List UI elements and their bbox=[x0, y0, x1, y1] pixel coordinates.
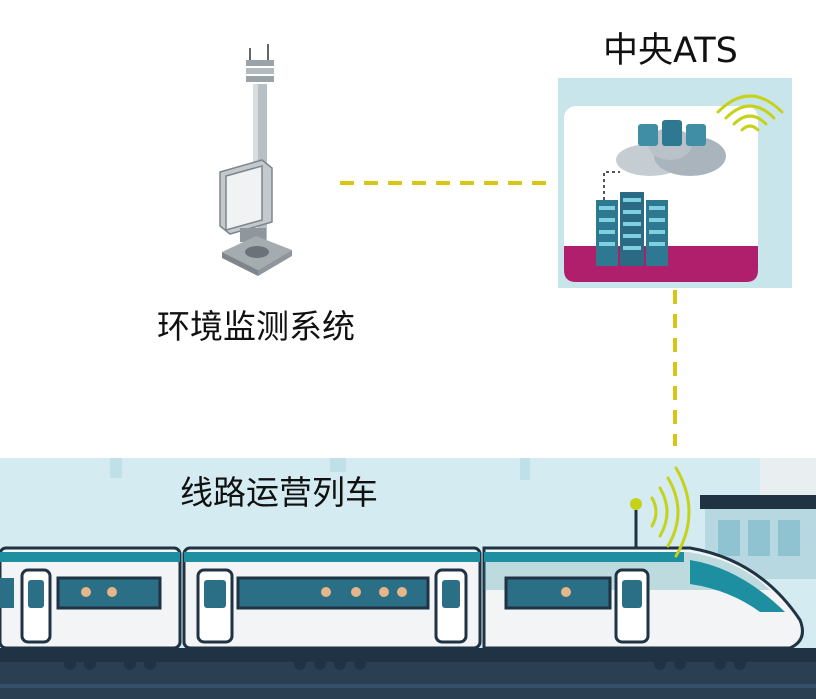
server-rack-icon bbox=[596, 192, 668, 266]
weather-station-icon bbox=[219, 44, 292, 276]
ats-wireless-signal-icon bbox=[716, 94, 784, 132]
central-ats-label: 中央ATS bbox=[603, 31, 738, 71]
track bbox=[0, 648, 816, 699]
station-building bbox=[700, 458, 816, 579]
city-silhouette bbox=[110, 458, 530, 480]
line-train-label: 线路运营列车 bbox=[180, 473, 378, 512]
cloud-server-icon bbox=[638, 120, 706, 146]
wireless-signal-icon bbox=[650, 466, 691, 558]
environment-system-label: 环境监测系统 bbox=[157, 307, 355, 346]
ats-connector bbox=[603, 171, 620, 200]
train-icon bbox=[0, 498, 804, 650]
